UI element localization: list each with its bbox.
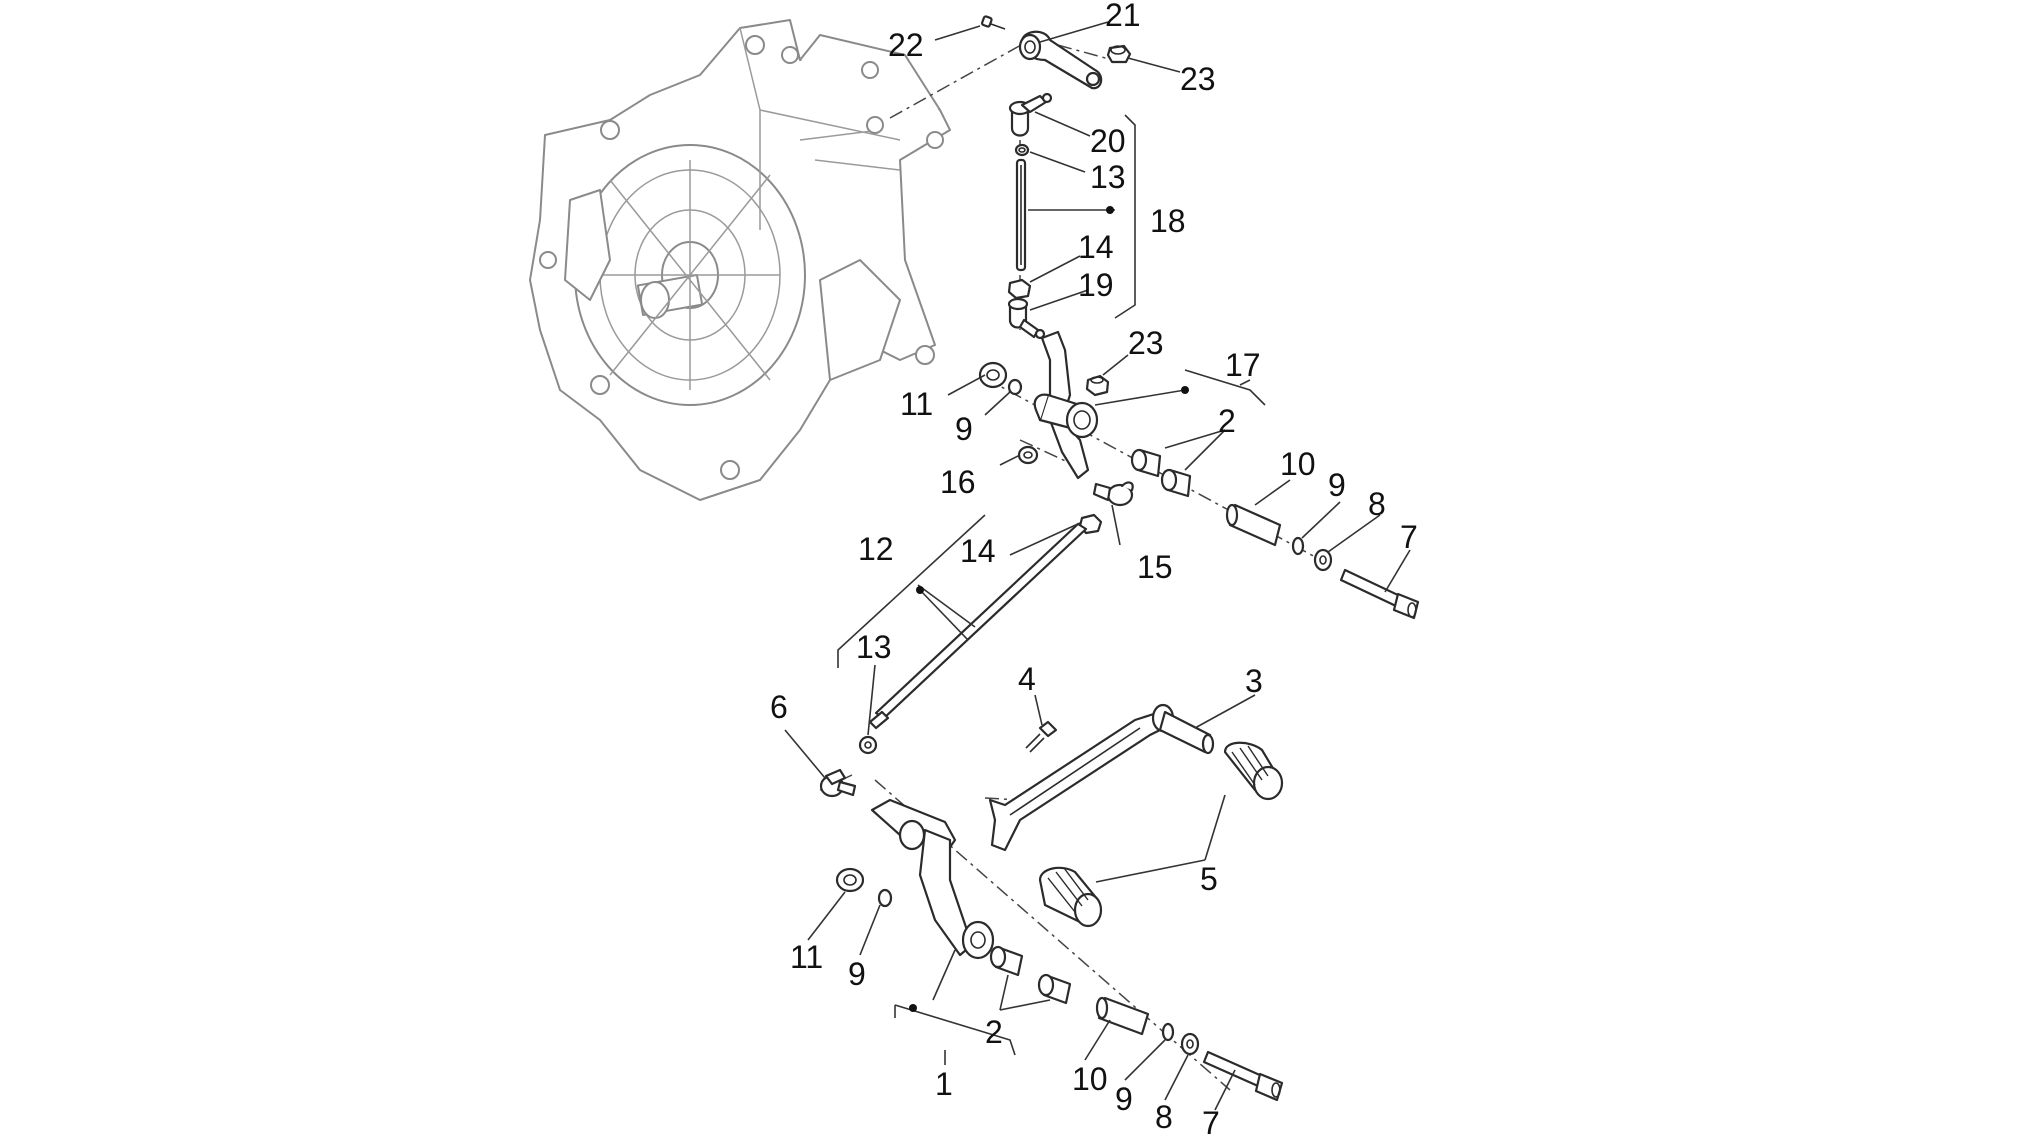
callout-7-upper: 7 [1400,519,1418,555]
ring-9-lower-left [877,888,893,908]
grip-5-right [1223,741,1284,801]
nut-16 [1017,445,1039,465]
callout-23-upper: 23 [1180,61,1216,97]
lever-1 [870,798,995,960]
callout-15: 15 [1137,549,1173,585]
selector-arm-21 [1018,30,1103,90]
callout-4: 4 [1018,661,1036,697]
callout-2-upper: 2 [1218,403,1236,439]
ball-joint-19 [1007,297,1046,340]
callout-9-lower-left: 9 [848,956,866,992]
bushing-2-upper-a [1130,448,1162,478]
callout-9-upper-right: 9 [1328,467,1346,503]
callout-10-upper: 10 [1280,446,1316,482]
leader-lines [784,21,1411,1111]
callout-11-upper: 11 [900,386,933,422]
callout-18: 18 [1150,203,1186,239]
callout-labels: 22 21 23 20 13 18 14 19 23 17 11 9 2 16 … [770,0,1418,1136]
callout-6: 6 [770,689,788,725]
callout-13-lower: 13 [856,629,892,665]
ball-joint-20 [1008,92,1053,137]
callout-14-mid: 14 [960,533,996,569]
gearbox-housing [529,19,951,501]
nut-23-upper [1106,44,1132,64]
callout-9-lower-right: 9 [1115,1081,1133,1117]
callout-5: 5 [1200,861,1218,897]
callout-8-lower: 8 [1155,1099,1173,1135]
callout-20: 20 [1090,123,1126,159]
callout-22: 22 [888,27,924,63]
grip-5-left [1038,866,1103,928]
callout-11-lower: 11 [790,939,823,975]
ball-joint-15 [1092,481,1134,507]
callout-17: 17 [1225,347,1261,383]
washer-8-upper [1313,548,1333,572]
bushing-2-lower-b [1037,973,1072,1005]
callout-14-upper: 14 [1078,229,1114,265]
callout-8-upper: 8 [1368,486,1386,522]
ring-9-upper-right [1291,536,1305,556]
bolt-7-lower [1202,1050,1284,1102]
callout-3: 3 [1245,663,1263,699]
screw-4 [1025,720,1058,753]
rod-18 [1015,158,1027,272]
callout-12: 12 [858,531,894,567]
gear-pedal-3 [988,703,1215,852]
callout-1: 1 [935,1066,953,1102]
washer-8-lower [1180,1032,1200,1056]
callout-16: 16 [940,464,976,500]
washer-11-lower [835,867,865,893]
rod-12 [868,522,1088,730]
sleeve-10-upper [1225,503,1282,547]
bolt-7-upper [1339,568,1420,620]
callout-19: 19 [1078,267,1114,303]
callout-9-upper: 9 [955,411,973,447]
nut-14-upper [1007,278,1032,300]
callout-13-upper: 13 [1090,159,1126,195]
bushing-2-lower-a [989,945,1024,977]
washer-11-upper [978,361,1008,389]
callout-2-lower: 2 [985,1014,1003,1050]
ball-joint-6 [819,768,857,798]
lever-17 [1033,330,1099,480]
sleeve-10-lower [1095,996,1150,1036]
callout-21: 21 [1105,0,1141,33]
ring-9-upper [1007,378,1023,396]
screw-22 [980,15,1006,30]
nut-13-upper [1014,143,1030,157]
nut-23-mid [1085,374,1110,397]
nut-13-lower [858,735,878,755]
callout-10-lower: 10 [1072,1061,1108,1097]
callout-23-mid: 23 [1128,325,1164,361]
callout-7-lower: 7 [1202,1105,1220,1136]
bushing-2-upper-b [1160,468,1192,498]
ring-9-lower-right [1161,1022,1175,1042]
